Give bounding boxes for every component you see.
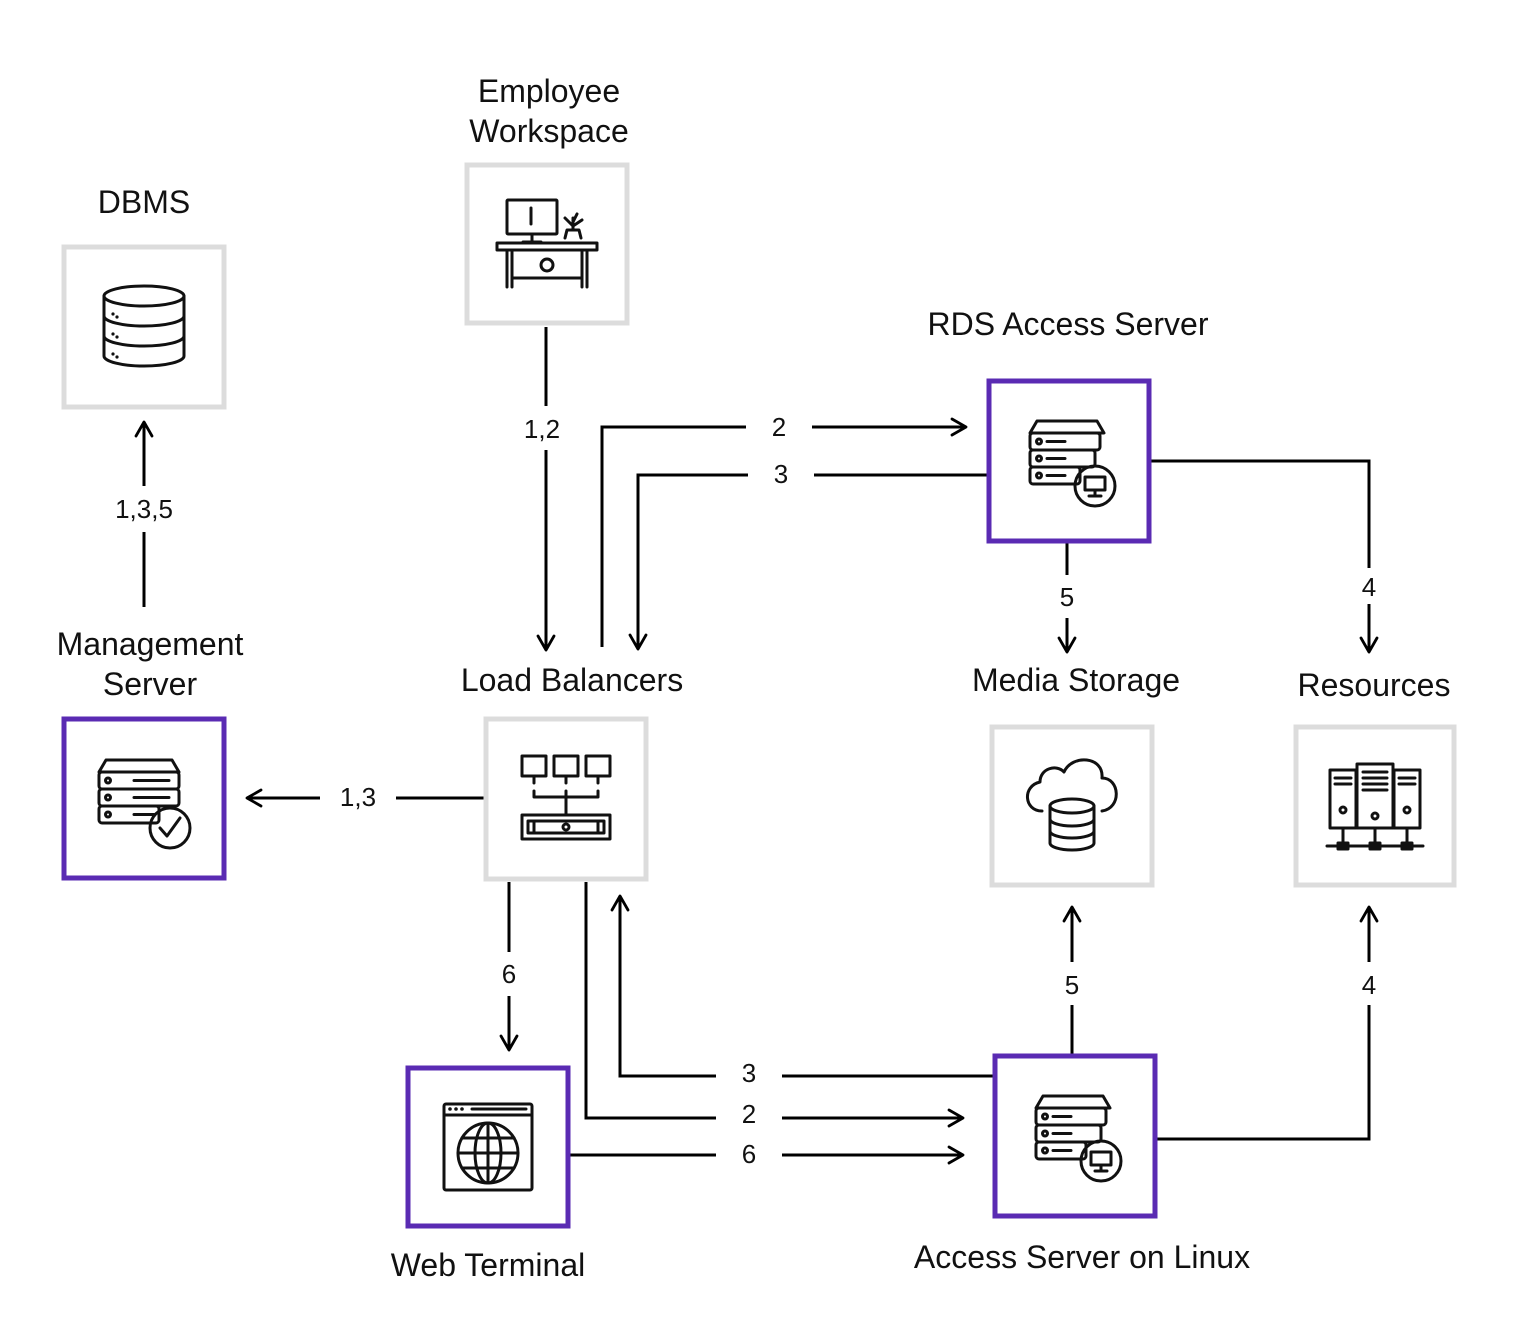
- media-storage-label: Media Storage: [972, 662, 1180, 698]
- server-monitor-icon: [1028, 419, 1117, 508]
- server-cluster-icon: [1325, 762, 1425, 851]
- edge-label-rds-to-media: 5: [1060, 582, 1074, 612]
- desk-icon: [495, 198, 599, 289]
- edge-label-linux-to-lb: 3: [742, 1058, 756, 1088]
- rds-access-server-box[interactable]: [986, 378, 1152, 544]
- media-storage-box[interactable]: [989, 724, 1155, 888]
- rds-access-server-label: RDS Access Server: [928, 306, 1209, 342]
- edge-label-linux-to-resources: 4: [1362, 970, 1376, 1000]
- edge-label-lb-to-rds: 2: [772, 412, 786, 442]
- employee-workspace-label-line2: Workspace: [469, 113, 628, 149]
- resources-box[interactable]: [1293, 724, 1457, 888]
- database-icon: [102, 284, 186, 368]
- access-server-linux-label: Access Server on Linux: [914, 1239, 1250, 1275]
- server-check-icon: [97, 758, 192, 850]
- server-monitor-icon-linux: [1034, 1094, 1123, 1183]
- edge-label-linux-to-media: 5: [1065, 970, 1079, 1000]
- load-balancers-label: Load Balancers: [461, 662, 683, 698]
- management-server-label-line1: Management: [57, 626, 244, 662]
- edge-linux-to-resources: [1157, 1005, 1371, 1141]
- dbms-label: DBMS: [98, 184, 190, 220]
- edge-label-rds-to-resources: 4: [1362, 572, 1376, 602]
- edge-lb-to-rds: [600, 425, 746, 647]
- edge-label-workspace-to-lb: 1,2: [524, 414, 560, 444]
- edge-label-web-to-linux: 6: [742, 1139, 756, 1169]
- edge-label-lb-to-linux: 2: [742, 1099, 756, 1129]
- edge-label-mgmt-to-dbms: 1,3,5: [115, 494, 173, 524]
- load-balancer-icon: [520, 754, 612, 841]
- access-server-linux-box[interactable]: [992, 1053, 1158, 1219]
- resources-label: Resources: [1298, 667, 1451, 703]
- dbms-box[interactable]: [61, 244, 227, 410]
- employee-workspace-label-line1: Employee: [478, 73, 620, 109]
- cloud-database-icon: [1026, 758, 1118, 852]
- management-server-label-line2: Server: [103, 666, 198, 702]
- edge-label-rds-to-lb: 3: [774, 459, 788, 489]
- edge-label-lb-to-mgmt: 1,3: [340, 782, 376, 812]
- web-terminal-label: Web Terminal: [391, 1247, 585, 1283]
- edge-label-lb-to-web: 6: [502, 959, 516, 989]
- edge-lb-to-linux: [584, 882, 716, 1120]
- globe-window-icon: [442, 1102, 534, 1192]
- edge-rds-to-resources: [1151, 459, 1371, 568]
